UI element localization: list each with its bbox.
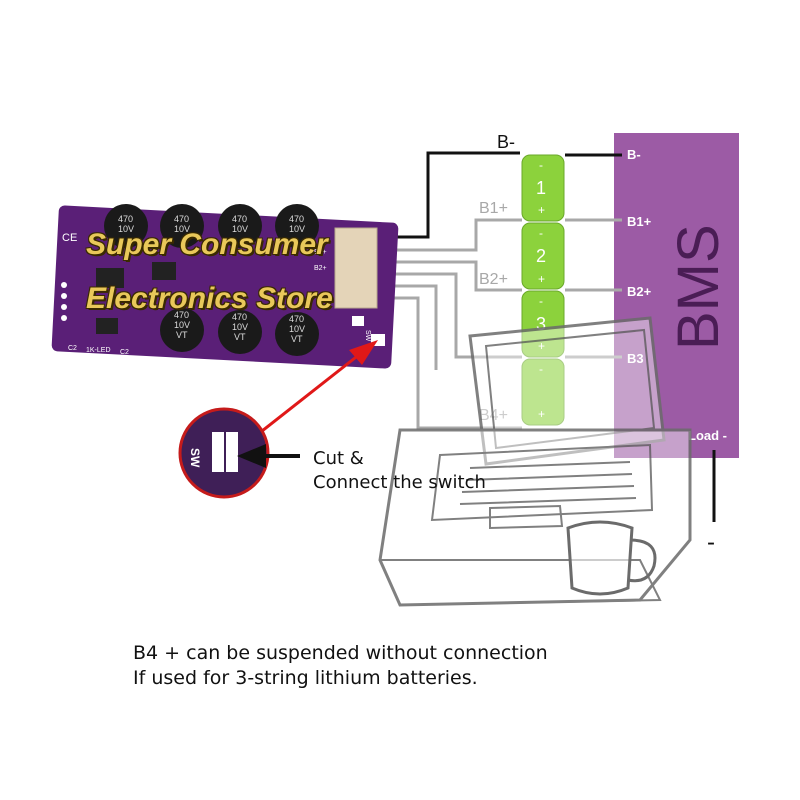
svg-text:10V: 10V	[174, 320, 190, 330]
svg-text:B1+: B1+	[314, 249, 327, 256]
battery-cell-1: - 1 +	[521, 154, 565, 222]
svg-text:-: -	[539, 226, 543, 240]
svg-text:+: +	[538, 339, 545, 353]
svg-text:+: +	[538, 272, 545, 286]
b2-left-label: B2+	[479, 271, 508, 288]
laptop-sketch	[378, 316, 692, 607]
bms-board	[614, 133, 739, 458]
watermark-line-1: Super Consumer	[86, 228, 328, 261]
svg-text:-: -	[539, 362, 543, 376]
ic-chip-2	[96, 318, 118, 334]
watermark-line-2: Electronics Store	[86, 282, 333, 315]
svg-text:CE: CE	[62, 232, 77, 244]
svg-text:3: 3	[536, 314, 546, 334]
svg-text:470: 470	[289, 214, 304, 224]
ic-chip-3	[152, 262, 176, 280]
svg-text:470: 470	[232, 312, 247, 322]
svg-text:VT: VT	[291, 334, 303, 344]
svg-text:+: +	[538, 407, 545, 421]
svg-text:10V: 10V	[174, 224, 190, 234]
bms-title: BMS	[666, 224, 731, 350]
wire-connector	[334, 227, 378, 309]
svg-text:B2+: B2+	[314, 265, 327, 272]
bms-pin-b3: B3	[627, 351, 644, 366]
bms-pin-b-minus: B-	[627, 147, 641, 162]
svg-text:10V: 10V	[289, 224, 305, 234]
svg-text:470: 470	[289, 314, 304, 324]
red-arrow-head	[349, 340, 378, 365]
balance-wires	[376, 218, 622, 430]
capacitors-top: 470 10V 470 10V 470 10V 470 10V	[104, 204, 319, 248]
svg-text:470: 470	[118, 214, 133, 224]
capacitors-bottom: 470 10V VT 470 10V VT 470 10V VT	[160, 308, 319, 356]
bms-pin-b1: B1+	[627, 214, 652, 229]
svg-text:1: 1	[536, 178, 546, 198]
svg-text:10V: 10V	[289, 324, 305, 334]
svg-text:+: +	[538, 203, 545, 217]
svg-text:10V: 10V	[232, 224, 248, 234]
black-arrow-head	[237, 444, 266, 468]
svg-text:10V: 10V	[232, 322, 248, 332]
callout-line-1: Cut &	[313, 448, 364, 469]
b-minus-top-label: B-	[497, 132, 515, 152]
svg-text:470: 470	[174, 214, 189, 224]
bms-pin-load: Load -	[688, 428, 727, 443]
caption-line-1: B4 + can be suspended without connection	[133, 642, 548, 664]
callout-line-2: Connect the switch	[313, 472, 486, 493]
svg-text:C2: C2	[68, 345, 77, 352]
svg-text:-: -	[539, 158, 543, 172]
smd-led	[352, 316, 364, 326]
svg-text:470: 470	[232, 214, 247, 224]
svg-text:SW: SW	[188, 448, 202, 468]
protection-pcb: 470 10V 470 10V 470 10V 470 10V 470 10V …	[51, 204, 399, 369]
caption-line-2: If used for 3-string lithium batteries.	[133, 667, 478, 689]
bms-pin-b2: B2+	[627, 284, 652, 299]
svg-text:1K-LED: 1K-LED	[86, 347, 111, 354]
svg-text:SW: SW	[364, 330, 371, 342]
svg-text:10V: 10V	[118, 224, 134, 234]
battery-cell-4: - +	[521, 358, 565, 426]
mug-sketch	[566, 520, 657, 596]
svg-text:C2: C2	[120, 349, 129, 356]
switch-zoom: SW	[178, 407, 270, 499]
b-minus-wire	[376, 151, 520, 239]
svg-text:2: 2	[536, 246, 546, 266]
svg-text:-: -	[539, 294, 543, 308]
svg-text:470: 470	[174, 310, 189, 320]
ic-chip-1	[96, 268, 124, 288]
b1-left-label: B1+	[479, 200, 508, 217]
svg-text:VT: VT	[234, 332, 246, 342]
load-terminal: -	[707, 529, 715, 556]
svg-text:VT: VT	[176, 330, 188, 340]
red-arrow	[247, 352, 361, 444]
battery-cell-2: - 2 +	[521, 222, 565, 290]
